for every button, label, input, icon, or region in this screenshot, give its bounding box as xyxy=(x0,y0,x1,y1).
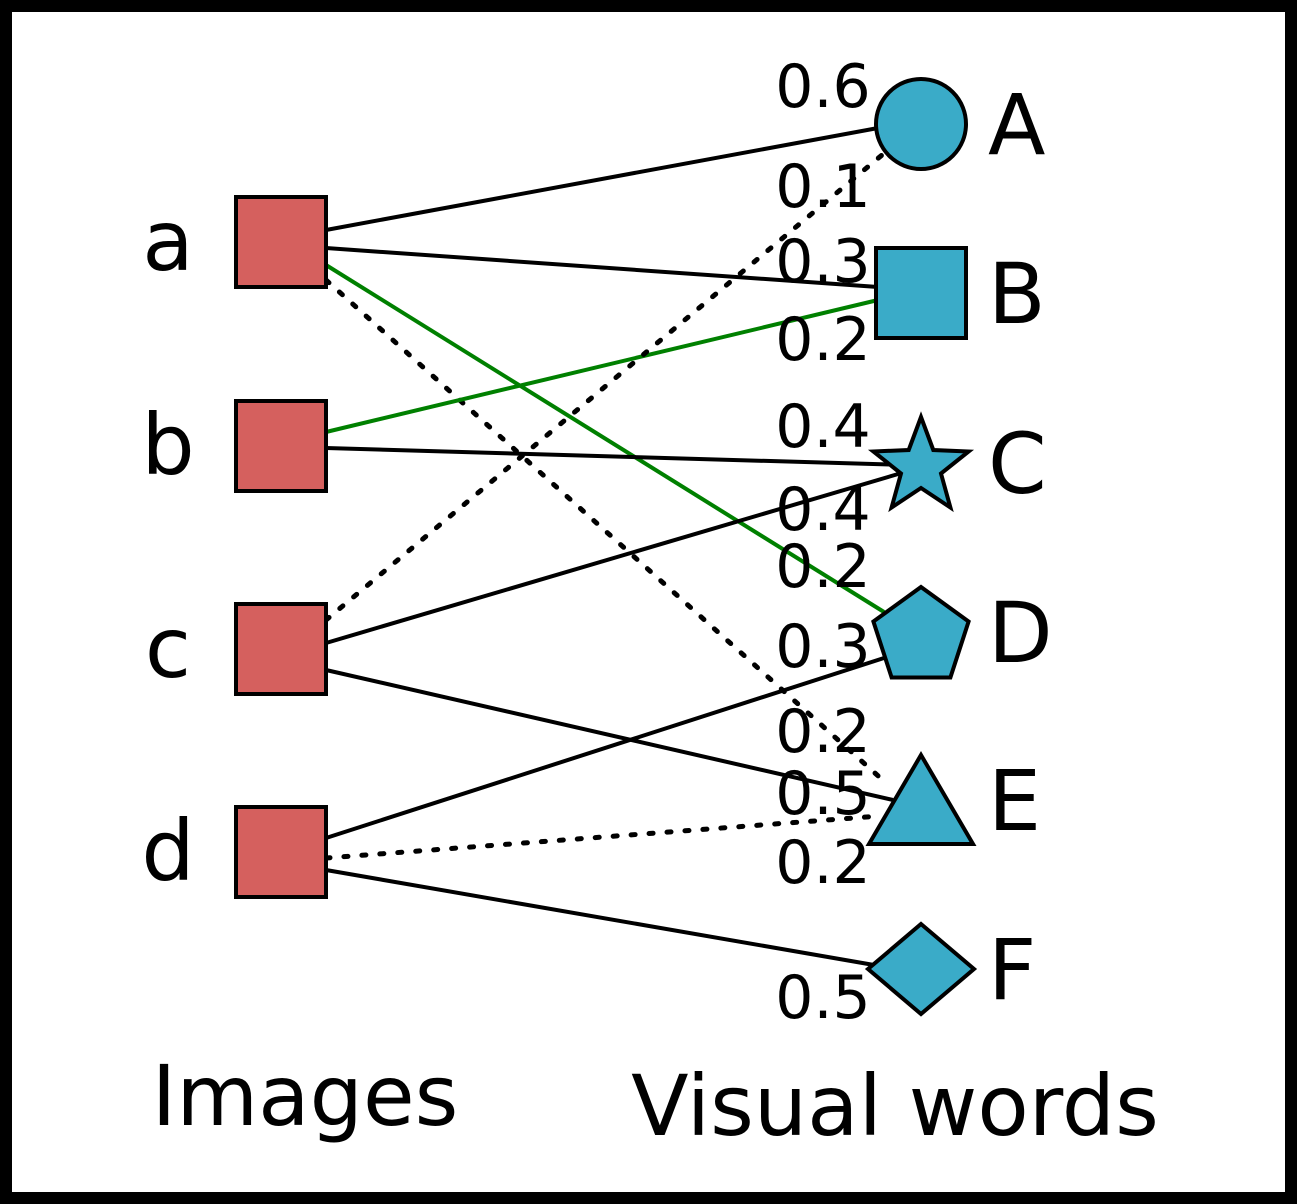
image-label-a: a xyxy=(142,192,193,290)
edge-c-E xyxy=(325,668,894,802)
edge-weight-a-A: 0.6 xyxy=(775,52,870,122)
edge-weight-d-E: 0.2 xyxy=(775,828,870,898)
edge-c-A xyxy=(323,152,885,623)
edge-d-D xyxy=(325,656,885,840)
edge-b-B xyxy=(325,298,879,434)
edge-weight-a-D: 0.2 xyxy=(775,532,870,602)
visual-words-column-label: Visual words xyxy=(631,1057,1159,1155)
word-node-D-pentagon xyxy=(871,584,971,680)
image-node-c xyxy=(234,602,328,696)
edge-weight-a-E: 0.2 xyxy=(775,697,870,767)
word-label-C: C xyxy=(988,415,1047,513)
word-node-B-square xyxy=(874,246,968,340)
word-node-E-triangle xyxy=(865,751,977,846)
edge-a-D xyxy=(324,263,886,614)
images-column-label: Images xyxy=(152,1047,459,1145)
edge-a-A xyxy=(325,126,879,232)
image-node-d xyxy=(234,805,328,899)
edge-a-B xyxy=(325,246,879,289)
edge-b-C xyxy=(325,446,906,467)
edge-weight-a-B: 0.3 xyxy=(775,227,870,297)
word-label-A: A xyxy=(988,76,1045,174)
image-label-c: c xyxy=(145,599,191,697)
image-label-d: d xyxy=(141,802,194,900)
edge-weight-b-C: 0.4 xyxy=(775,392,870,462)
word-node-F-diamond xyxy=(864,921,978,1017)
edge-d-E xyxy=(323,813,883,861)
word-node-C-star xyxy=(867,411,975,513)
word-label-B: B xyxy=(988,245,1046,343)
word-label-F: F xyxy=(988,921,1036,1019)
word-label-E: E xyxy=(988,752,1041,850)
edge-weight-d-D: 0.3 xyxy=(775,612,870,682)
edge-d-F xyxy=(325,868,875,967)
edge-c-C xyxy=(325,470,906,645)
image-node-a xyxy=(234,195,328,289)
edge-a-E xyxy=(323,277,889,786)
edge-weight-b-B: 0.2 xyxy=(775,305,870,375)
edge-weight-c-A: 0.1 xyxy=(775,152,870,222)
word-label-D: D xyxy=(988,584,1053,682)
edge-weight-c-C: 0.4 xyxy=(775,475,870,545)
image-node-b xyxy=(234,399,328,493)
word-node-A-circle xyxy=(874,77,968,171)
edge-weight-c-E: 0.5 xyxy=(775,759,870,829)
edge-weight-d-F: 0.5 xyxy=(775,963,870,1033)
image-label-b: b xyxy=(141,396,194,494)
